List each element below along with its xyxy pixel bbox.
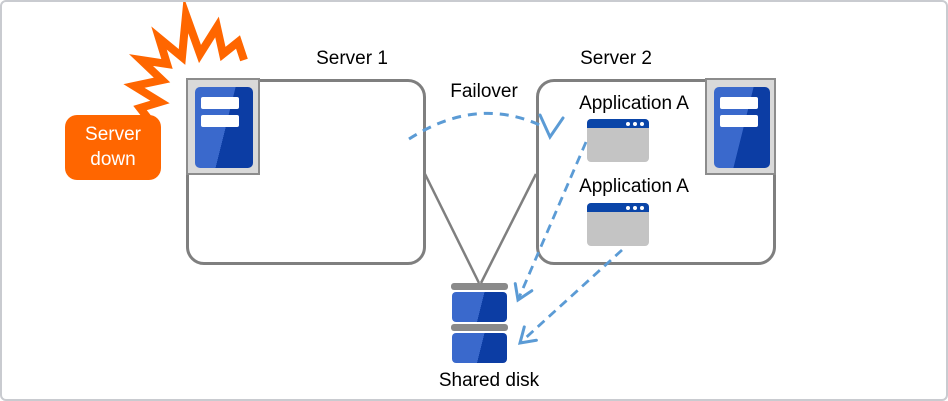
shared-disk-icon bbox=[451, 283, 508, 363]
server2-label: Server 2 bbox=[580, 48, 652, 69]
server-slot bbox=[201, 97, 239, 109]
window-dot-icon bbox=[626, 205, 630, 210]
application-label: Application A bbox=[579, 93, 689, 114]
server1-disk-line bbox=[423, 173, 481, 284]
server2-icon bbox=[705, 78, 776, 175]
window-dot-icon bbox=[633, 121, 637, 126]
window-dot-icon bbox=[633, 205, 637, 210]
app-window-titlebar bbox=[587, 119, 649, 128]
application-label: Application A bbox=[579, 176, 689, 197]
failover-label: Failover bbox=[450, 81, 518, 102]
failover-arrow bbox=[408, 111, 547, 141]
window-dot-icon bbox=[640, 121, 644, 126]
server-slot bbox=[720, 97, 758, 109]
server-slot bbox=[720, 115, 758, 127]
window-dot-icon bbox=[626, 121, 630, 126]
server2-disk-line bbox=[479, 173, 538, 284]
shared-disk-label: Shared disk bbox=[438, 370, 540, 391]
disk-top-bar bbox=[451, 283, 508, 290]
window-dot-icon bbox=[640, 205, 644, 210]
server-down-badge: Server down bbox=[65, 115, 161, 180]
server-slot bbox=[201, 115, 239, 127]
disk-unit bbox=[452, 292, 507, 322]
app-window-icon bbox=[587, 119, 649, 162]
disk-unit bbox=[452, 333, 507, 363]
app-window-icon bbox=[587, 203, 649, 246]
disk-middle-bar bbox=[451, 324, 508, 331]
server-front-panel bbox=[714, 87, 770, 168]
server-front-panel bbox=[195, 87, 253, 168]
app-window-titlebar bbox=[587, 203, 649, 212]
server1-icon bbox=[186, 78, 260, 175]
server1-label: Server 1 bbox=[316, 48, 388, 69]
